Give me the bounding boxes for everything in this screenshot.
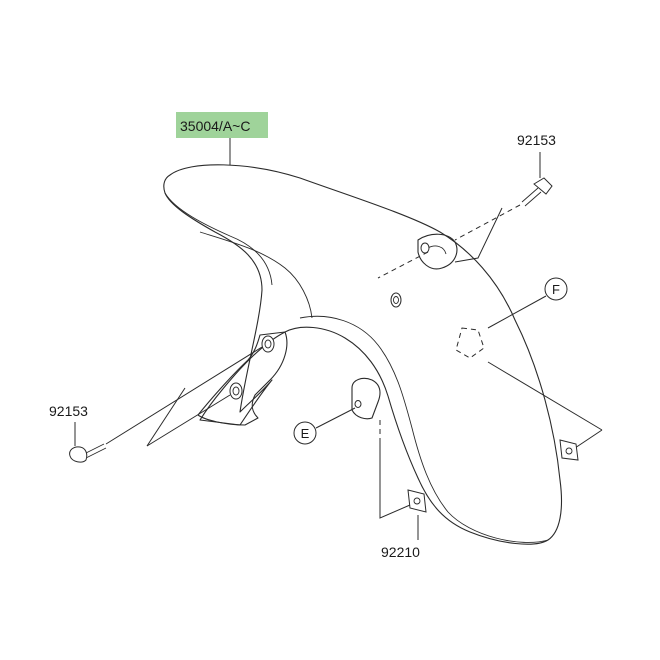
clip-nut-right [559, 439, 579, 461]
part-number-bolt-left[interactable]: 92153 [49, 403, 88, 419]
clip-nut-right-icon [559, 439, 579, 461]
callout-e-label: E [301, 426, 310, 441]
bolt-top-right[interactable] [521, 177, 553, 207]
callout-f[interactable]: F [544, 277, 568, 301]
callout-bracket-top [454, 207, 503, 263]
callout-bracket-left [146, 387, 186, 447]
fender-side-edge [299, 315, 549, 543]
fender-rear-bracket [197, 331, 288, 426]
leader-callout-e [315, 407, 356, 429]
assembly-path-front-tab [377, 251, 429, 279]
assembly-line-f-right [487, 361, 603, 431]
mount-hole-lower-left [229, 382, 243, 400]
fender-inner-curve [199, 231, 313, 319]
fender-front-tab-slot [427, 245, 447, 255]
bolt-left-shank [83, 443, 105, 455]
callout-f-circle [544, 277, 568, 301]
leader-callout-f [487, 295, 547, 329]
mount-hole-front-tab [420, 242, 430, 254]
assembly-line-e-to-nut [379, 438, 411, 519]
fender-front-tab [417, 233, 458, 270]
fender-top-edge [164, 192, 273, 286]
hidden-boss-f [455, 327, 485, 359]
callout-bracket-right [574, 429, 603, 449]
part-number-bolt-top-right[interactable]: 92153 [517, 132, 556, 148]
callout-e[interactable]: E [293, 421, 317, 445]
fender-outline [163, 164, 563, 545]
mount-hole-upper-left [261, 335, 275, 353]
bolt-left[interactable] [69, 443, 107, 463]
bolt-top-right-head-icon [533, 177, 553, 195]
assembly-line-left-lower [146, 394, 231, 447]
mount-hole-center [390, 292, 402, 308]
callout-f-label: F [552, 282, 560, 297]
assembly-line-left-upper [105, 346, 263, 445]
nut-bottom-icon [407, 489, 427, 513]
part-label-35004[interactable]: 35004/A~C [176, 112, 268, 138]
bolt-left-head-icon [69, 446, 88, 463]
part-label-highlight [176, 112, 268, 138]
callout-e-circle [293, 421, 317, 445]
front-fender [163, 164, 563, 545]
part-number-fender: 35004/A~C [180, 118, 250, 134]
bolt-top-right-shank [521, 187, 539, 203]
assembly-path-top-bolt [454, 204, 521, 241]
part-number-nut[interactable]: 92210 [381, 544, 420, 560]
clip-boss-e [351, 377, 381, 420]
nut-bottom[interactable] [407, 489, 427, 513]
